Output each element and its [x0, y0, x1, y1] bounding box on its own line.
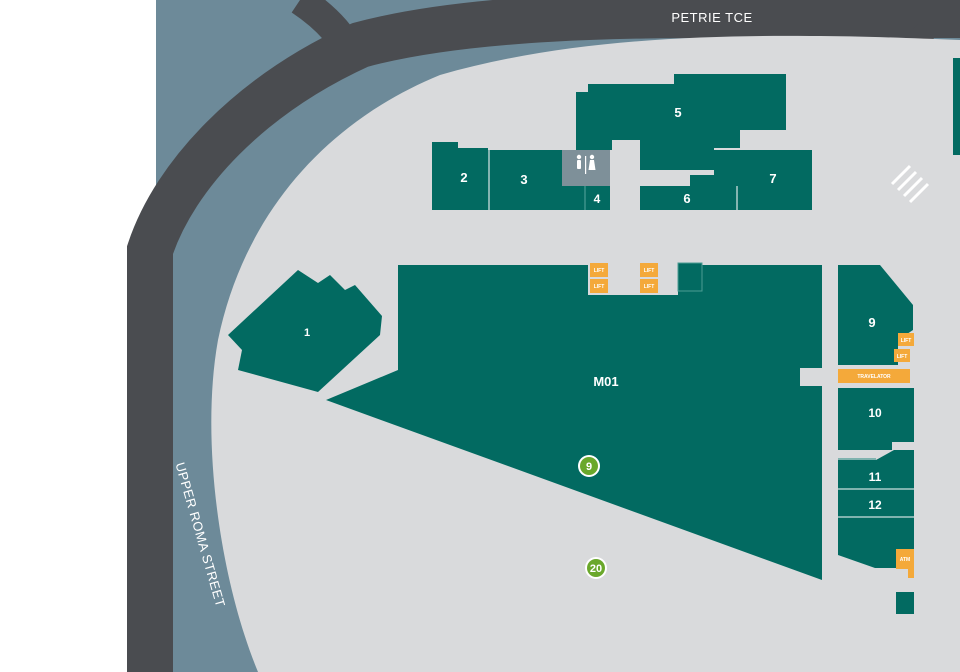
lift-label-2: LIFT [594, 284, 605, 290]
shop-10[interactable] [838, 388, 914, 450]
lift-group-b[interactable]: LIFT LIFT [640, 263, 658, 293]
marker-9[interactable]: 9 [578, 455, 600, 477]
store-m01[interactable] [326, 265, 822, 580]
unit-dividers [488, 150, 914, 518]
shop-6-label: 6 [683, 191, 690, 206]
shop-9-label: 9 [868, 315, 875, 330]
lift-box-1[interactable] [590, 263, 608, 277]
shop-10-label: 10 [868, 406, 882, 420]
shop-12[interactable] [838, 490, 914, 516]
lift-label-3: LIFT [644, 268, 655, 274]
shop-5[interactable] [576, 74, 786, 170]
east-building [953, 58, 960, 155]
pedestrian-crossing [890, 164, 930, 204]
marker-9-label: 9 [586, 461, 592, 473]
shop-4-label: 4 [594, 192, 601, 206]
travelator-label: TRAVELATOR [857, 374, 891, 380]
atm-stripe [908, 566, 914, 578]
marker-20-label: 20 [590, 563, 602, 575]
lift-label-6: LIFT [897, 354, 908, 360]
travelator-strip-gap [800, 368, 838, 386]
shop-3-extension [562, 186, 586, 210]
atm-label: ATM [900, 557, 910, 563]
shop-3[interactable] [490, 150, 562, 210]
lift-box-6[interactable] [894, 349, 910, 362]
lift-box-3[interactable] [640, 263, 658, 277]
lift-box-4[interactable] [640, 279, 658, 293]
shop-12-label: 12 [868, 498, 882, 512]
shop-4[interactable] [586, 186, 610, 210]
shop-7[interactable] [690, 150, 812, 210]
lift-label-1: LIFT [594, 268, 605, 274]
road-label-top: PETRIE TCE [671, 10, 752, 25]
travelator[interactable] [838, 369, 910, 383]
m01-notch [677, 262, 703, 292]
store-m01-label: M01 [593, 374, 618, 389]
kiosk[interactable] [896, 592, 914, 614]
shop-11[interactable] [838, 450, 914, 488]
shop-6[interactable] [640, 186, 736, 210]
lift-box-5[interactable] [898, 333, 914, 346]
shop-3-label: 3 [520, 172, 527, 187]
shop-1[interactable] [228, 270, 382, 392]
shop-1-label: 1 [304, 327, 310, 339]
shop-2-label: 2 [460, 170, 467, 185]
lift-label-5: LIFT [901, 338, 912, 344]
shop-lower-right[interactable] [838, 518, 914, 568]
marker-20[interactable]: 20 [585, 557, 607, 579]
lift-group-a[interactable]: LIFT LIFT [590, 263, 608, 293]
atm[interactable] [896, 549, 914, 569]
shop-11-label: 11 [869, 470, 882, 484]
lift-box-2[interactable] [590, 279, 608, 293]
shop-9[interactable] [838, 265, 913, 365]
restroom-icon [576, 154, 596, 174]
shop-7-label: 7 [769, 171, 776, 186]
shop-2[interactable] [432, 142, 488, 210]
shop-5-label: 5 [674, 105, 681, 120]
lift-label-4: LIFT [644, 284, 655, 290]
